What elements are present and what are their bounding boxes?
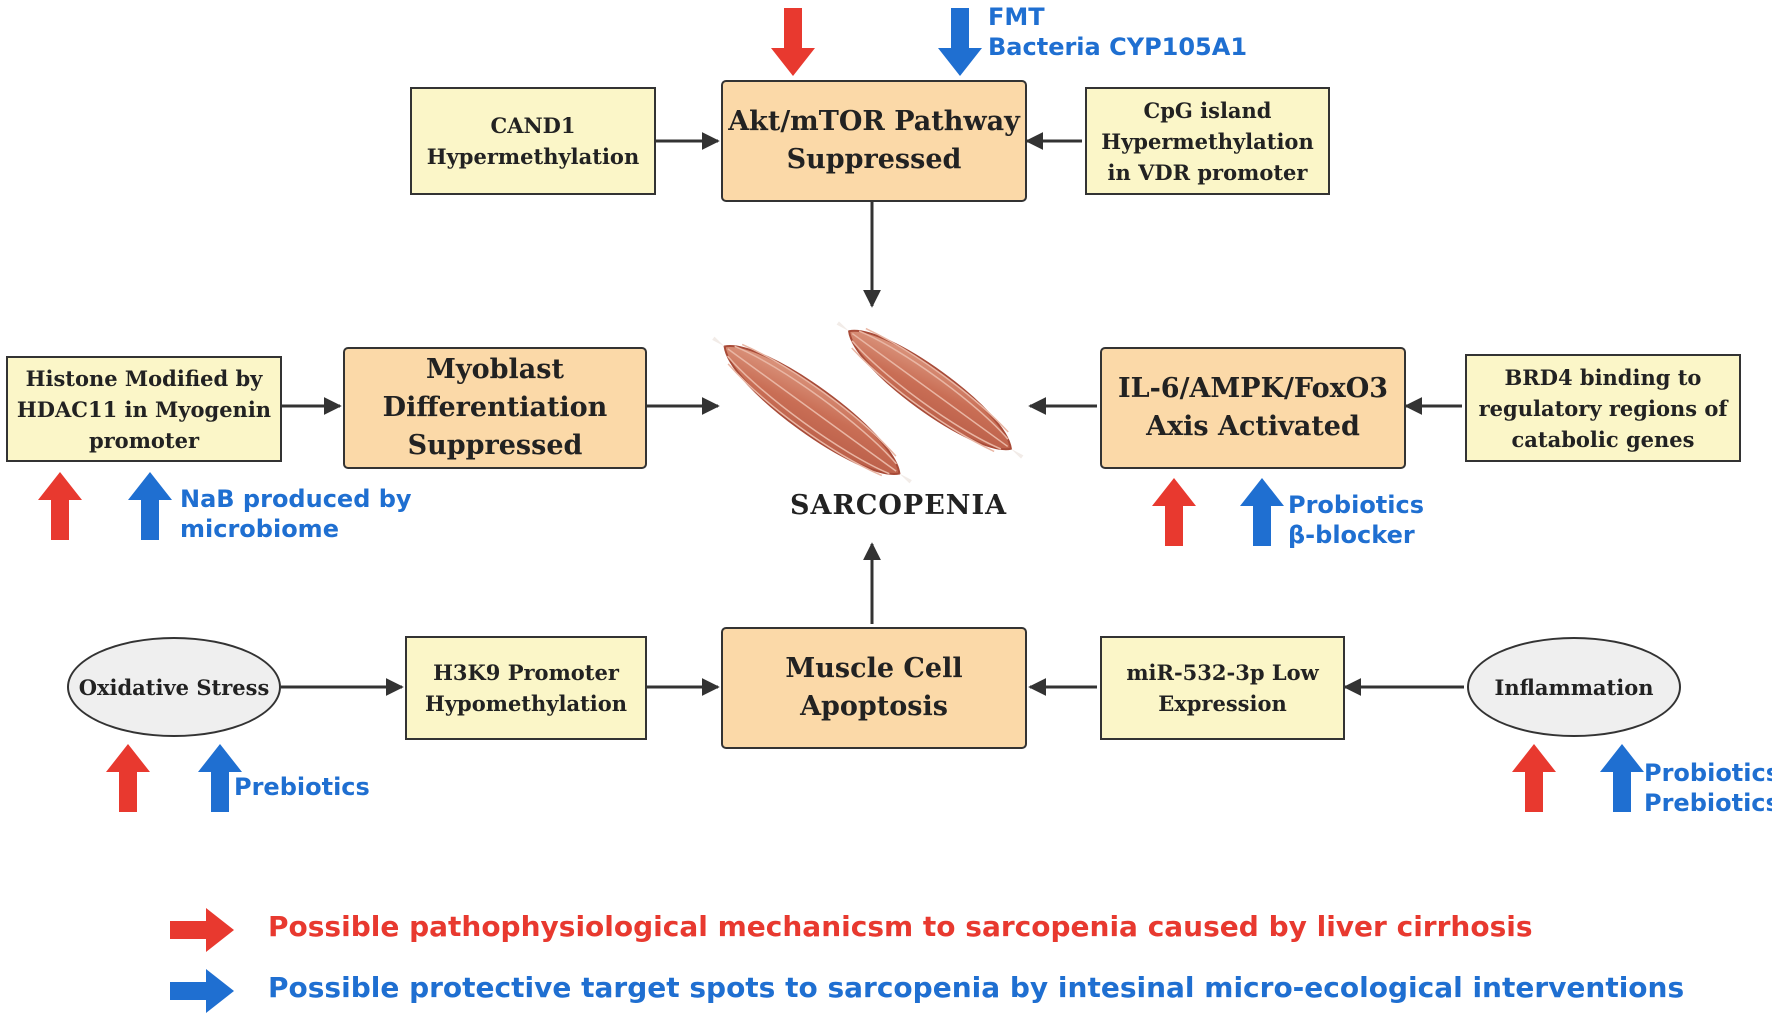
inflammation-ellipse: Inflammation	[1467, 637, 1681, 737]
il6-intervention-2: β-blocker	[1288, 521, 1415, 549]
legend-blue-arrow	[170, 969, 234, 1013]
inflammation-intervention-1: Probiotics	[1644, 759, 1772, 787]
mir-line-2: Expression	[1158, 691, 1287, 716]
inflammation-interventions: Probiotics Prebiotics	[1644, 758, 1772, 818]
akt-intervention-2: Bacteria CYP105A1	[988, 33, 1248, 61]
brd4-line-1: BRD4 binding to	[1504, 364, 1702, 390]
brd4-line-3: catabolic genes	[1511, 426, 1695, 452]
inflammation-intervention-2: Prebiotics	[1644, 789, 1772, 817]
cand1-line-2: Hypermethylation	[426, 144, 640, 169]
h3k9-line-2: Hypomethylation	[424, 691, 628, 716]
akt-interventions: FMT Bacteria CYP105A1	[988, 2, 1247, 62]
legend-red-text: Possible pathophysiological mechanicsm t…	[268, 910, 1533, 943]
mir-line-1: miR-532-3p Low	[1126, 660, 1319, 685]
red-up-arrow-histone	[38, 472, 82, 540]
legend-blue-text: Possible protective target spots to sarc…	[268, 971, 1685, 1004]
mir-box: miR-532-3p Low Expression	[1100, 636, 1345, 740]
red-down-arrow-akt	[771, 8, 815, 76]
apoptosis-box: Muscle Cell Apoptosis	[721, 627, 1027, 749]
myoblast-box: Myoblast Differentiation Suppressed	[343, 347, 647, 469]
blue-up-arrow-inflammation	[1600, 744, 1644, 812]
oxidative-stress-ellipse: Oxidative Stress	[67, 637, 281, 737]
akt-intervention-1: FMT	[988, 3, 1045, 31]
histone-box: Histone Modified by HDAC11 in Myogenin p…	[6, 356, 282, 462]
histone-interventions: NaB produced by microbiome	[180, 484, 412, 544]
blue-up-arrow-oxidative	[198, 744, 242, 812]
cpg-line-2: Hypermethylation	[1101, 128, 1314, 154]
histone-line-3: promoter	[88, 427, 200, 453]
il6-interventions: Probiotics β-blocker	[1288, 490, 1424, 550]
il6-line-1: IL-6/AMPK/FoxO3	[1117, 373, 1389, 404]
sarcopenia-label: SARCOPENIA	[790, 490, 1008, 521]
il6-intervention-1: Probiotics	[1288, 491, 1425, 519]
red-up-arrow-oxidative	[106, 744, 150, 812]
h3k9-box: H3K9 Promoter Hypomethylation	[405, 636, 647, 740]
cand1-line-1: CAND1	[490, 113, 576, 138]
akt-mtor-box: Akt/mTOR Pathway Suppressed	[721, 80, 1027, 202]
myoblast-line-3: Suppressed	[407, 430, 583, 461]
red-up-arrow-il6	[1152, 478, 1196, 546]
myoblast-line-2: Differentiation	[382, 392, 608, 423]
akt-line-1: Akt/mTOR Pathway	[728, 106, 1020, 137]
cpg-line-3: in VDR promoter	[1107, 159, 1308, 185]
apoptosis-line-2: Apoptosis	[800, 691, 948, 722]
red-up-arrow-inflammation	[1512, 744, 1556, 812]
brd4-box: BRD4 binding to regulatory regions of ca…	[1465, 354, 1741, 462]
blue-up-arrow-histone	[128, 472, 172, 540]
apoptosis-line-1: Muscle Cell	[785, 653, 963, 684]
myoblast-line-1: Myoblast	[426, 354, 564, 385]
histone-line-1: Histone Modified by	[25, 365, 263, 391]
il6-box: IL-6/AMPK/FoxO3 Axis Activated	[1100, 347, 1406, 469]
h3k9-line-1: H3K9 Promoter	[433, 660, 619, 685]
cand1-box: CAND1 Hypermethylation	[410, 87, 656, 195]
histone-intervention-2: microbiome	[180, 515, 339, 543]
akt-line-2: Suppressed	[786, 144, 962, 175]
muscle-illustration	[712, 321, 1024, 484]
cpg-line-1: CpG island	[1143, 97, 1272, 123]
cpg-box: CpG island Hypermethylation in VDR promo…	[1085, 87, 1330, 195]
il6-line-2: Axis Activated	[1146, 411, 1360, 442]
histone-intervention-1: NaB produced by	[180, 485, 412, 513]
blue-up-arrow-il6	[1240, 478, 1284, 546]
oxidative-intervention-1: Prebiotics	[234, 773, 370, 801]
legend-red-arrow	[170, 908, 234, 952]
histone-line-2: HDAC11 in Myogenin	[16, 396, 272, 422]
oxidative-interventions: Prebiotics	[234, 772, 370, 802]
brd4-line-2: regulatory regions of	[1478, 395, 1728, 421]
blue-down-arrow-akt	[938, 8, 982, 76]
